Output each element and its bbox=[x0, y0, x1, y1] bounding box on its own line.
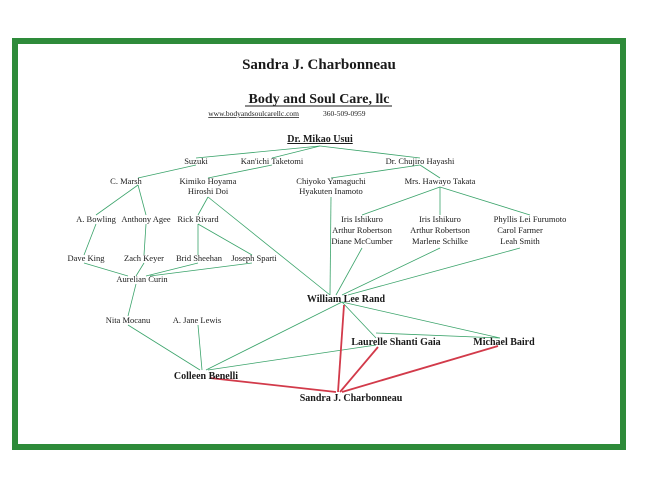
direct-lineage-links bbox=[209, 304, 499, 393]
node-robertson-2: Arthur Robertson bbox=[410, 225, 470, 235]
node-furumoto: Phyllis Lei Furumoto bbox=[494, 214, 567, 224]
node-takata: Mrs. Hawayo Takata bbox=[405, 176, 476, 186]
node-schilke: Marlene Schilke bbox=[412, 236, 468, 246]
node-sparti: Joseph Sparti bbox=[231, 253, 277, 263]
node-doi: Hiroshi Doi bbox=[188, 186, 229, 196]
node-ishikuro-1: Iris Ishikuro bbox=[341, 214, 383, 224]
node-charbonneau: Sandra J. Charbonneau bbox=[300, 393, 403, 404]
node-hayashi: Dr. Chujiro Hayashi bbox=[386, 156, 455, 166]
node-rand: William Lee Rand bbox=[307, 294, 386, 305]
node-king: Dave King bbox=[67, 253, 105, 263]
node-taketomi: Kan'ichi Taketomi bbox=[241, 156, 304, 166]
node-sheehan: Brid Sheehan bbox=[176, 253, 223, 263]
page-title: Sandra J. Charbonneau bbox=[242, 57, 396, 73]
node-hoyama: Kimiko Hoyama bbox=[180, 176, 237, 186]
node-mccumber: Diane McCumber bbox=[331, 236, 392, 246]
node-ishikuro-2: Iris Ishikuro bbox=[419, 214, 461, 224]
lineage-links bbox=[83, 145, 531, 371]
lineage-nodes: Dr. Mikao Usui Suzuki Kan'ichi Taketomi … bbox=[67, 134, 566, 404]
node-usui: Dr. Mikao Usui bbox=[287, 134, 353, 145]
node-marsh: C. Marsh bbox=[110, 176, 142, 186]
node-lewis: A. Jane Lewis bbox=[173, 315, 221, 325]
node-benelli: Colleen Benelli bbox=[174, 371, 238, 382]
node-baird: Michael Baird bbox=[473, 337, 535, 348]
node-bowling: A. Bowling bbox=[76, 214, 116, 224]
node-mocanu: Nita Mocanu bbox=[106, 315, 151, 325]
company-name: Body and Soul Care, llc bbox=[249, 92, 390, 107]
page-border bbox=[12, 38, 626, 450]
node-yamaguchi: Chiyoko Yamaguchi bbox=[296, 176, 366, 186]
node-gaia: Laurelle Shanti Gaia bbox=[351, 337, 440, 348]
node-agee: Anthony Agee bbox=[121, 214, 171, 224]
website-link[interactable]: www.bodyandsoulcarellc.com bbox=[208, 109, 299, 118]
node-farmer: Carol Farmer bbox=[497, 225, 543, 235]
node-curin: Aurelian Curin bbox=[116, 274, 168, 284]
node-robertson-1: Arthur Robertson bbox=[332, 225, 392, 235]
node-inamoto: Hyakuten Inamoto bbox=[299, 186, 363, 196]
node-rivard: Rick Rivard bbox=[177, 214, 219, 224]
node-smith: Leah Smith bbox=[500, 236, 540, 246]
phone-number: 360-509-0959 bbox=[323, 109, 366, 118]
node-suzuki: Suzuki bbox=[184, 156, 208, 166]
node-keyer: Zach Keyer bbox=[124, 253, 164, 263]
